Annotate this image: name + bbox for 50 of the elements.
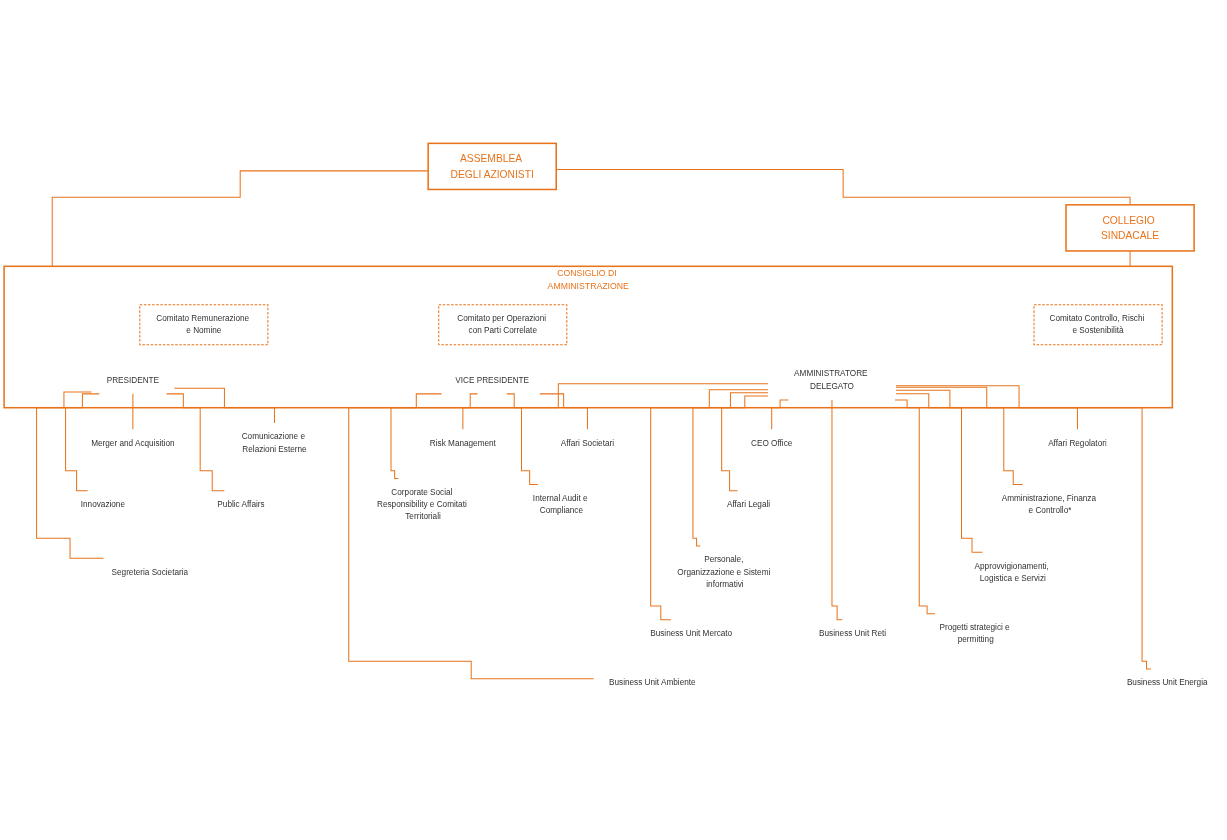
node-box: COLLEGIO SINDACALE <box>1065 204 1195 252</box>
connector <box>895 389 1024 486</box>
connector <box>771 399 789 430</box>
connector <box>539 393 588 430</box>
connector <box>390 393 443 479</box>
node-text: Business Unit Mercato <box>650 629 733 638</box>
node-box: Comitato Remunerazione e Nomine <box>139 304 269 346</box>
node-text: Progetti strategici e permitting <box>939 622 1010 644</box>
connector <box>895 386 1078 430</box>
connector <box>132 393 134 430</box>
node-text: Business Unit Ambiente <box>609 678 696 687</box>
node-text: AMMINISTRATORE DELEGATO <box>794 369 868 391</box>
node-text: Segreteria Societaria <box>111 567 189 577</box>
connector <box>462 393 479 430</box>
connector <box>65 393 100 492</box>
node-text: Public Affairs <box>217 499 265 509</box>
connector <box>895 393 983 553</box>
node-text: Merger and Acquisition <box>91 438 175 448</box>
node-text: Comunicazione e Relazioni Esterne <box>241 432 307 454</box>
node-text: Affari Legali <box>726 499 771 509</box>
connector <box>895 385 1152 670</box>
connector <box>51 170 429 267</box>
connector <box>173 387 275 424</box>
connector <box>894 399 936 615</box>
connector <box>692 392 769 547</box>
node-text: Business Unit Energia <box>1126 678 1208 687</box>
connector <box>506 393 539 486</box>
node-text: Risk Management <box>429 438 496 448</box>
connector <box>650 389 769 621</box>
node-text: Affari Regolatori <box>1048 438 1107 448</box>
node-text: PRESIDENTE <box>106 375 160 385</box>
node-text: Affari Societari <box>560 438 615 448</box>
connector <box>1129 250 1131 267</box>
connector <box>36 391 104 559</box>
node-box: Comitato per Operazioni con Parti Correlate <box>438 304 568 346</box>
connector <box>166 393 225 492</box>
node-text: Internal Audit e Compliance <box>532 493 588 515</box>
connector <box>348 383 769 680</box>
node-text: Approvvigionamenti, Logistica e Servizi <box>974 561 1049 583</box>
node-text: Amministrazione, Finanza e Controllo* <box>1001 493 1096 515</box>
connector <box>721 395 769 492</box>
node-text: Innovazione <box>80 499 125 509</box>
node-text: CEO Office <box>751 438 793 448</box>
node-text: Corporate Social Responsibility e Comitati Territoriali <box>377 487 467 521</box>
node-text: Business Unit Reti <box>819 629 887 638</box>
node-box: ASSEMBLEA DEGLI AZIONISTI <box>427 142 557 191</box>
node-box: Comitato Controllo, Rischi e Sostenibilità <box>1033 304 1163 346</box>
connector <box>831 399 843 621</box>
node-text: Personale, Organizzazione e Sistemi informativi <box>677 555 771 589</box>
node-text: VICE PRESIDENTE <box>455 375 530 385</box>
